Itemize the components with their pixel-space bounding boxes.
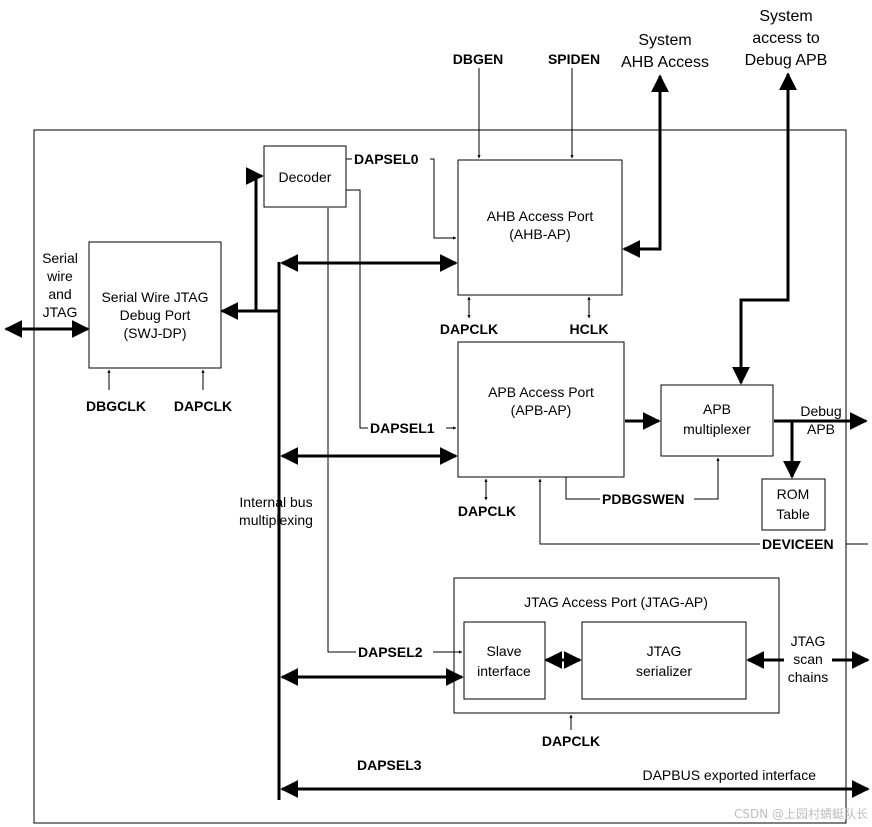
slave-label-2: interface [477,663,531,679]
dapsel2-line [327,208,356,653]
swjdp-block [88,241,222,369]
rom-label-1: ROM [777,486,810,502]
jtagap-label: JTAG Access Port (JTAG-AP) [524,594,708,610]
dapsel1-label: DAPSEL1 [370,420,435,436]
dapsel3-label: DAPSEL3 [357,757,422,773]
pdbgswen-arrow [694,457,720,500]
dbgen-label: DBGEN [453,51,504,67]
deviceen-label: DEVICEEN [762,536,834,552]
sys-apb-label-2: access to [752,30,820,47]
apbap-label-2: (APB-AP) [511,402,572,418]
internal-bus-label-1: Internal bus [239,494,312,510]
slave-label-1: Slave [486,643,521,659]
ahbap-label-1: AHB Access Port [487,208,594,224]
debug-apb-label-2: APB [807,421,835,437]
internal-bus-label-2: multiplexing [239,512,313,528]
decoder-label: Decoder [279,169,332,185]
dap-boundary [33,129,847,824]
ahbap-label-2: (AHB-AP) [509,226,570,242]
dbgclk-label: DBGCLK [86,398,146,414]
decoder-block [263,145,347,208]
spiden-label: SPIDEN [548,51,600,67]
hclk-label: HCLK [570,321,609,337]
pdbgswen-line [565,477,600,500]
sys-apb-label-1: System [759,8,812,25]
serial-label-2: wire [46,268,73,284]
apb-mux-block [660,384,774,457]
serial-label-4: JTAG [43,304,78,320]
pdbgswen-label: PDBGSWEN [602,491,684,507]
dapbus-label: DAPBUS exported interface [642,767,816,783]
decoder-feed-line [245,167,264,311]
jtag-scan-label-2: scan [793,651,823,667]
serial-label-1: Serial [42,250,78,266]
jtag-scan-label-3: chains [788,669,828,685]
jtag-serializer-block [581,621,747,700]
rom-label-2: Table [776,506,810,522]
rom-table-block [761,478,826,531]
swjdp-label-1: Serial Wire JTAG [101,289,208,305]
dapsel1-line [346,189,368,429]
serial-label-3: and [48,286,71,302]
sys-ahb-label-2: AHB Access [621,54,709,71]
apb-system-arrow [732,72,797,385]
sys-apb-label-3: Debug APB [745,52,828,69]
serializer-label-1: JTAG [647,643,682,659]
dapsel0-label: DAPSEL0 [354,151,419,167]
sys-ahb-label-1: System [638,32,691,49]
apbap-label-1: APB Access Port [488,384,594,400]
debug-apb-label-1: Debug [800,403,841,419]
watermark: CSDN @上园村蜻蜓队长 [734,806,868,821]
serializer-label-2: serializer [636,663,692,679]
swjdp-label-3: (SWJ-DP) [124,325,187,341]
apb-mux-label-2: multiplexer [683,421,751,437]
dapsel0-line [430,158,457,240]
swjdp-label-2: Debug Port [120,307,191,323]
jtag-dapclk-label: DAPCLK [542,733,600,749]
swj-dapclk-label: DAPCLK [174,398,232,414]
deviceen-line [538,478,760,545]
apb-dapclk-label: DAPCLK [458,503,516,519]
ahb-system-arrow [622,74,669,258]
slave-interface-block [463,621,546,700]
dapsel2-label: DAPSEL2 [358,644,423,660]
ahbap-block [457,159,623,296]
apbap-block [457,341,625,478]
apb-mux-label-1: APB [703,401,731,417]
jtag-scan-label-1: JTAG [791,633,826,649]
ahb-dapclk-label: DAPCLK [440,321,498,337]
